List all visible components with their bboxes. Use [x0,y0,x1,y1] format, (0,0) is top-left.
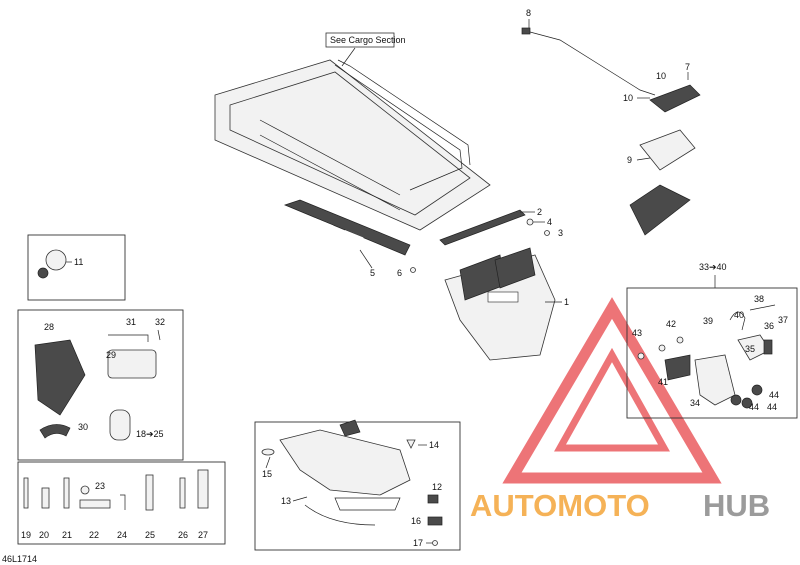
connector-8 [521,27,531,35]
callout-39: 39 [703,316,713,326]
callout-10b: 10 [623,93,633,103]
tools-row [23,469,209,511]
callout-37: 37 [778,315,788,325]
callout-6: 6 [397,268,402,278]
callout-22: 22 [89,530,99,540]
callout-26: 26 [178,530,188,540]
callout-44a: 44 [769,390,779,400]
callout-2: 2 [537,207,542,217]
part-5-strip [284,199,411,256]
part-31-strap [108,334,149,342]
part-28-toolbag [34,339,86,416]
callout-32: 32 [155,317,165,327]
see-cargo-box [325,32,395,48]
part-7-taillight [649,84,701,113]
part-9-bracket [629,184,691,236]
callout-21: 21 [62,530,72,540]
callout-44c: 44 [749,402,759,412]
callout-13: 13 [281,496,291,506]
watermark-part1: AUTOMOTO [470,488,650,523]
callout-27: 27 [198,530,208,540]
box-11 [27,234,126,301]
callout-36: 36 [764,321,774,331]
callout-15: 15 [262,469,272,479]
callout-38: 38 [754,294,764,304]
callout-18-25: 18➔25 [136,429,164,439]
callout-30: 30 [78,422,88,432]
part-29-pouch [107,349,157,379]
part-30-strap [39,424,71,439]
callout-42: 42 [666,319,676,329]
callout-10a: 10 [656,71,666,81]
callout-17: 17 [413,538,423,548]
watermark-triangle [502,297,722,484]
part-1-mudflap [444,247,556,361]
callout-11: 11 [74,257,83,267]
box-decals [254,421,461,551]
callout-33-40: 33➔40 [699,262,727,272]
callout-1: 1 [564,297,569,307]
watermark-part2: HUB [703,488,770,523]
callout-4: 4 [547,217,552,227]
callout-28: 28 [44,322,54,332]
callout-43: 43 [632,328,642,338]
callout-23: 23 [95,481,105,491]
callout-25: 25 [145,530,155,540]
callout-19: 19 [21,530,31,540]
part-11 [45,249,67,271]
callout-14: 14 [429,440,439,450]
wire-harness [529,31,656,96]
part-9-housing [639,129,696,171]
callout-41: 41 [658,377,668,387]
callout-5: 5 [370,268,375,278]
callout-9: 9 [627,155,632,165]
callout-7: 7 [685,62,690,72]
hitch-assembly [637,304,776,409]
cargo-rack [214,47,491,231]
diagram-code: 46L1714 [2,554,37,564]
callout-8: 8 [526,8,531,18]
callout-24: 24 [117,530,127,540]
callout-35: 35 [745,344,755,354]
box-toolkit [17,309,184,461]
callout-12: 12 [432,482,442,492]
see-cargo-label: See Cargo Section [330,35,406,45]
snowmobile-illustration [279,419,411,526]
box-tools [17,461,226,545]
callout-16: 16 [411,516,421,526]
callout-44b: 44 [767,402,777,412]
box-hitch [626,287,798,419]
part-18-25-tube [109,409,131,441]
callout-20: 20 [39,530,49,540]
callout-3: 3 [558,228,563,238]
watermark-text: AUTOMOTO HUB [470,488,770,523]
part-2-bar [439,209,526,246]
callout-29: 29 [106,350,116,360]
callout-31: 31 [126,317,136,327]
callout-34: 34 [690,398,700,408]
callout-40: 40 [734,310,744,320]
